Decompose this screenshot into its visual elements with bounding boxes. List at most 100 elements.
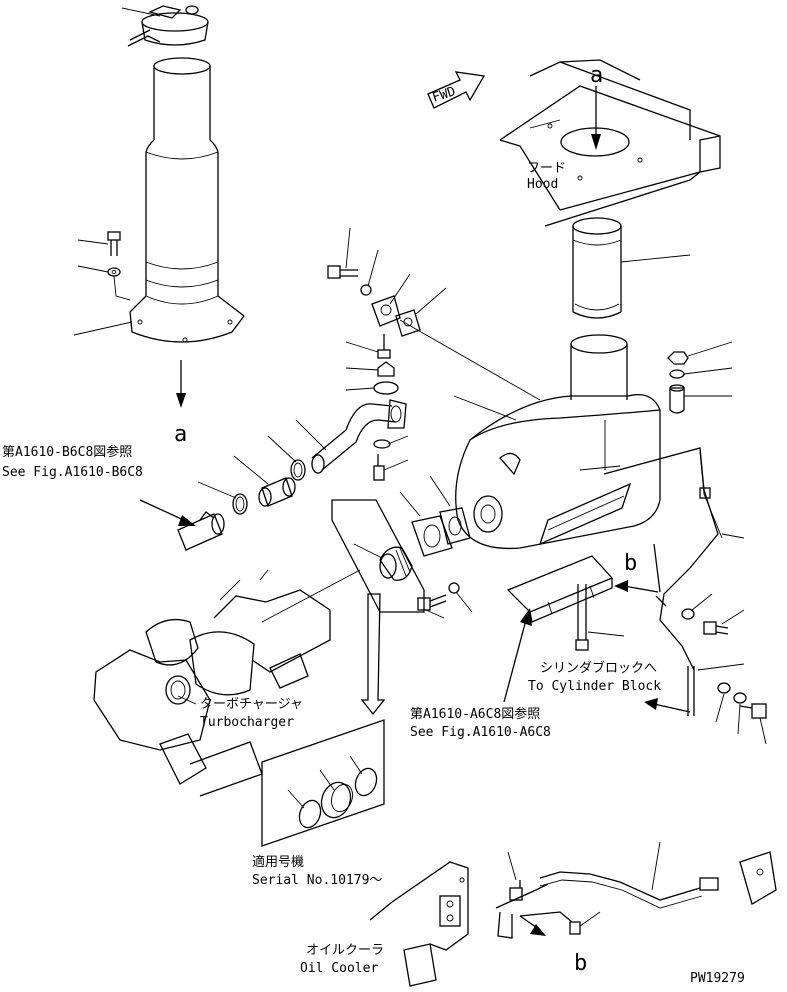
leader-line [737, 703, 741, 735]
leader-line [715, 693, 725, 723]
leader-line [651, 841, 661, 891]
bent-exhaust-pipe [311, 399, 407, 481]
leader-line [345, 341, 379, 353]
leader-line [113, 275, 131, 301]
leader-line [367, 249, 379, 287]
arrow-head [530, 924, 546, 936]
drawing-number: PW19279 [690, 971, 745, 986]
rain-cap [127, 5, 209, 47]
leader-line [453, 395, 517, 421]
arrow-view-b [623, 585, 659, 593]
serial-label-en: Serial No.10179～ [252, 873, 382, 888]
exhaust-stack-pipe [129, 57, 245, 343]
right-hardware [681, 608, 767, 719]
cylinder-label-jp: シリンダブロックへ [540, 660, 657, 676]
leader-line [345, 227, 351, 269]
leader-line [455, 591, 473, 613]
pipe-stub [177, 511, 225, 551]
leader-line [620, 254, 691, 263]
oil-cooler [369, 861, 469, 987]
leader-line [295, 419, 327, 451]
arrow-head [178, 515, 196, 526]
fwd-arrow: FWD [427, 71, 486, 109]
stack-bolt [107, 231, 121, 277]
leader-line [389, 273, 411, 305]
view-b-label-mid: b [624, 551, 637, 576]
detail-box-upper [331, 499, 425, 613]
ref-a6c8-en: See Fig.A1610-A6C8 [410, 725, 551, 740]
fwd-label: FWD [431, 84, 458, 106]
detail-box-seals [261, 719, 385, 847]
tail-pipe [572, 217, 622, 319]
leader-line [233, 455, 269, 485]
ref-arrow [503, 619, 527, 703]
leader-line [319, 769, 335, 791]
leader-line [77, 265, 109, 273]
arrow-head [176, 393, 186, 408]
leader-line [697, 663, 745, 671]
arrow-head [591, 134, 601, 150]
ref-b6c8-jp: 第A1610-B6C8図参照 [2, 444, 132, 460]
drain-tube [603, 447, 723, 716]
leader-line [387, 435, 409, 445]
leader-line [759, 717, 767, 745]
leader-line [383, 459, 409, 471]
nut-washer-stack [667, 351, 689, 414]
leader-line [507, 851, 517, 881]
leader-line [345, 387, 375, 391]
engine-turbocharger [93, 569, 361, 797]
leader-line [73, 321, 133, 336]
leader-line [691, 593, 713, 611]
leader-line [683, 367, 733, 375]
leader-line [345, 367, 379, 371]
arrow-to-cylinder [653, 703, 691, 713]
leader-line [721, 609, 745, 625]
leader-line [177, 695, 197, 705]
flange-hardware [327, 265, 421, 337]
muffler-bracket [506, 555, 614, 623]
cylinder-label-en: To Cylinder Block [528, 679, 661, 694]
serial-label-jp: 適用号機 [252, 854, 304, 870]
leader-line [399, 491, 421, 517]
ref-a6c8-jp: 第A1610-A6C8図参照 [410, 706, 540, 722]
hood-label-jp: フード [527, 161, 566, 176]
leader-line [429, 475, 451, 507]
leader-line [687, 341, 733, 357]
view-a-label-top: a [590, 63, 603, 88]
view-a-label-bottom: a [174, 422, 187, 447]
turbo-label-jp: ターボチャージャ [200, 697, 303, 712]
ref-b6c8-en: See Fig.A1610-B6C8 [2, 465, 143, 480]
oil-tube-line [495, 851, 777, 939]
bracket-bolt [575, 584, 589, 651]
leader-line [415, 287, 447, 315]
arrow-head [644, 698, 658, 710]
leader-line [287, 789, 305, 809]
turbo-label-en: Turbocharger [200, 715, 294, 730]
leader-line [721, 533, 745, 539]
leader-line [121, 7, 161, 17]
muffler [455, 334, 661, 550]
leader-line [349, 755, 363, 775]
leader-line [197, 481, 237, 499]
ref-arrow [139, 499, 189, 523]
gasket-adapter [411, 507, 471, 557]
leader-line [267, 435, 297, 463]
leader-line [587, 631, 625, 637]
leader-line [353, 543, 383, 559]
hood-frame [499, 59, 721, 227]
leader-line [425, 609, 445, 619]
clamp-hose-set [232, 459, 306, 515]
arrow-to-detail [360, 593, 386, 716]
hood-label-en: Hood [527, 177, 558, 192]
leader-line [77, 239, 109, 245]
view-b-label-bottom: b [574, 951, 587, 976]
oil-cooler-label-en: Oil Cooler [300, 961, 378, 976]
leader-line [399, 319, 541, 401]
stud-assembly [373, 334, 399, 395]
arrow-head [520, 608, 532, 626]
leader-line [579, 911, 601, 927]
arrow-head [614, 580, 628, 592]
oil-cooler-label-jp: オイルクーラ [306, 943, 384, 958]
